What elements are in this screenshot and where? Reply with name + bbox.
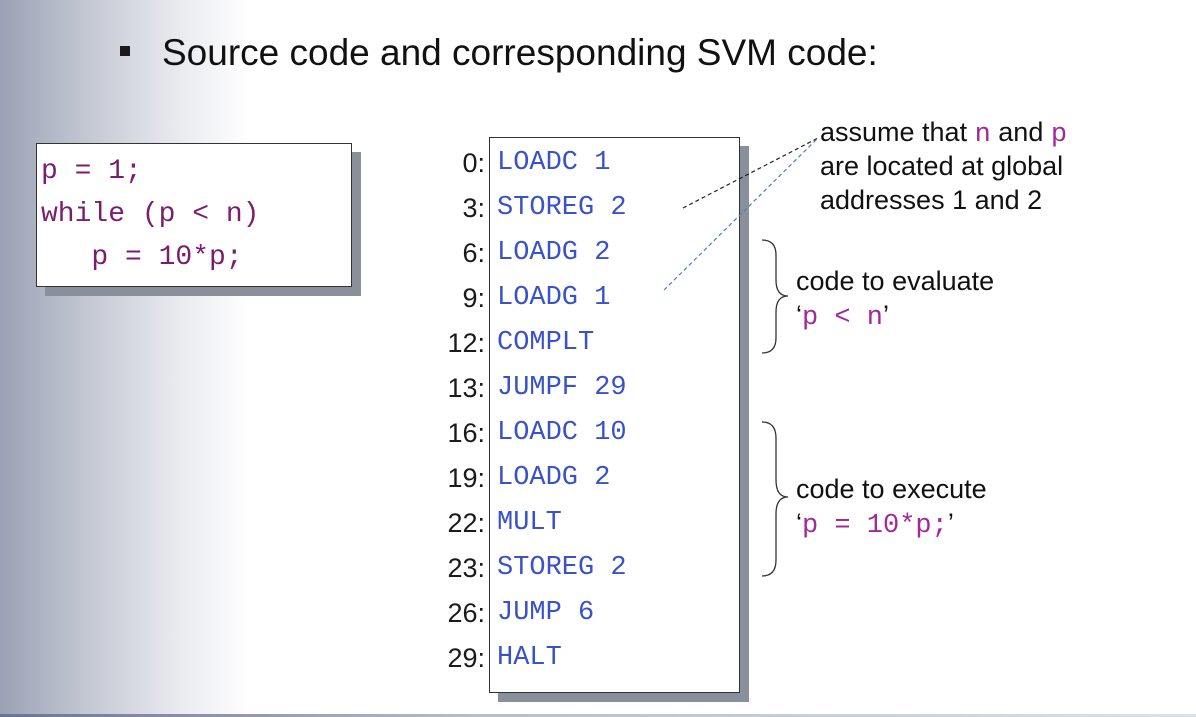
svm-address: 6: bbox=[462, 238, 485, 268]
var-n: n bbox=[974, 120, 991, 150]
bullet-square-icon bbox=[120, 46, 130, 57]
svm-instruction: MULT bbox=[497, 508, 562, 538]
svm-instruction: COMPLT bbox=[497, 328, 595, 358]
dashed-connector-black bbox=[682, 137, 819, 209]
svm-instruction: STOREG 2 bbox=[497, 193, 627, 223]
dashed-connector-blue bbox=[663, 137, 819, 291]
open-quote: ‘ bbox=[796, 508, 802, 538]
close-quote: ’ bbox=[947, 508, 954, 538]
open-quote: ‘ bbox=[796, 300, 802, 330]
svm-instruction: LOADC 1 bbox=[497, 148, 611, 178]
svm-address: 12: bbox=[447, 328, 485, 358]
evaluate-note-code: ‘p < n’ bbox=[796, 300, 889, 333]
slide-bottom-rule bbox=[0, 714, 1196, 717]
svm-instruction: JUMPF 29 bbox=[497, 373, 627, 403]
slide-side-gradient bbox=[0, 0, 250, 717]
svm-instruction: STOREG 2 bbox=[497, 553, 627, 583]
evaluate-code: p < n bbox=[802, 303, 884, 333]
execute-note-code: ‘p = 10*p;’ bbox=[796, 508, 954, 541]
close-quote: ’ bbox=[883, 300, 890, 330]
assume-note: assume that n and p bbox=[820, 117, 1067, 150]
assume-and: and bbox=[990, 117, 1051, 147]
slide-heading: Source code and corresponding SVM code: bbox=[120, 32, 878, 74]
svm-address: 0: bbox=[462, 148, 485, 178]
evaluate-note-title: code to evaluate bbox=[796, 266, 995, 296]
svm-code-box bbox=[489, 137, 740, 693]
source-code-box: p = 1; while (p < n) p = 10*p; bbox=[36, 143, 352, 287]
svm-address: 9: bbox=[462, 283, 485, 313]
svm-address: 26: bbox=[447, 598, 485, 628]
svm-address: 23: bbox=[447, 553, 485, 583]
svm-instruction: LOADG 2 bbox=[497, 238, 611, 268]
svm-address: 16: bbox=[447, 418, 485, 448]
svm-instruction: JUMP 6 bbox=[497, 598, 595, 628]
source-line-2: while (p < n) bbox=[41, 199, 260, 230]
heading-text: Source code and corresponding SVM code: bbox=[162, 32, 878, 73]
svm-instruction: LOADG 1 bbox=[497, 283, 611, 313]
execute-code: p = 10*p; bbox=[802, 511, 948, 541]
execute-brace-icon bbox=[761, 421, 789, 577]
assume-prefix: assume that bbox=[820, 117, 975, 147]
var-p: p bbox=[1050, 120, 1068, 150]
source-line-1: p = 1; bbox=[41, 156, 142, 187]
assume-note-line2: are located at global bbox=[820, 151, 1064, 181]
assume-note-line3: addresses 1 and 2 bbox=[820, 185, 1043, 215]
svm-address: 29: bbox=[447, 643, 485, 673]
evaluate-brace-icon bbox=[761, 239, 789, 354]
execute-note-title: code to execute bbox=[796, 474, 987, 504]
svm-address: 3: bbox=[462, 193, 485, 223]
svm-instruction: HALT bbox=[497, 643, 562, 673]
svm-address: 19: bbox=[447, 463, 485, 493]
source-line-3: p = 10*p; bbox=[41, 242, 243, 273]
svm-address: 22: bbox=[447, 508, 485, 538]
svm-instruction: LOADC 10 bbox=[497, 418, 627, 448]
svm-address: 13: bbox=[447, 373, 485, 403]
svm-instruction: LOADG 2 bbox=[497, 463, 611, 493]
